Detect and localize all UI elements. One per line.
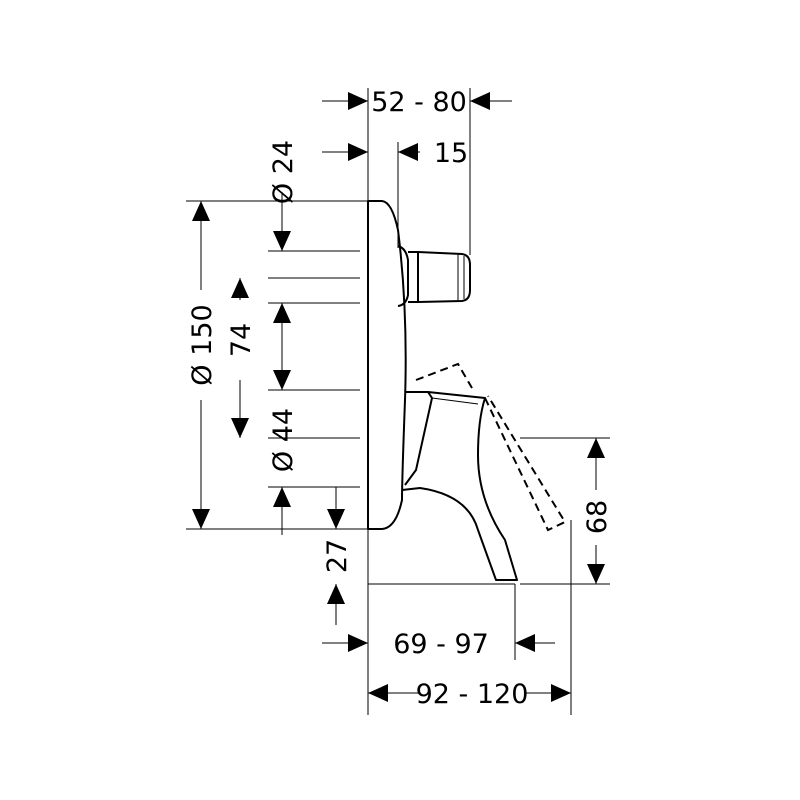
dim-lever-hub-diameter: Ø 44 bbox=[268, 408, 299, 472]
dim-bottom-offset: 27 bbox=[322, 539, 353, 573]
diverter-knob bbox=[397, 245, 471, 307]
dim-depth-range: 52 - 80 bbox=[371, 87, 467, 118]
wall-plate bbox=[367, 200, 407, 530]
extension-lines bbox=[186, 88, 610, 715]
lever-alternate-position bbox=[415, 362, 567, 532]
dim-total-reach: 92 - 120 bbox=[416, 679, 529, 710]
dim-center-distance: 74 bbox=[226, 323, 257, 357]
dim-plate-diameter: Ø 150 bbox=[187, 304, 218, 385]
dimension-arrows bbox=[192, 92, 605, 702]
dim-diverter-offset: 15 bbox=[434, 138, 468, 169]
mixer-body bbox=[367, 200, 567, 581]
dim-lever-reach: 69 - 97 bbox=[393, 629, 489, 660]
lever-handle bbox=[401, 391, 518, 581]
dim-diverter-diameter: Ø 24 bbox=[268, 140, 299, 204]
dimension-labels: 52 - 80 15 Ø 24 Ø 150 74 Ø 44 27 68 69 -… bbox=[187, 87, 613, 710]
dim-lever-height: 68 bbox=[582, 500, 613, 534]
